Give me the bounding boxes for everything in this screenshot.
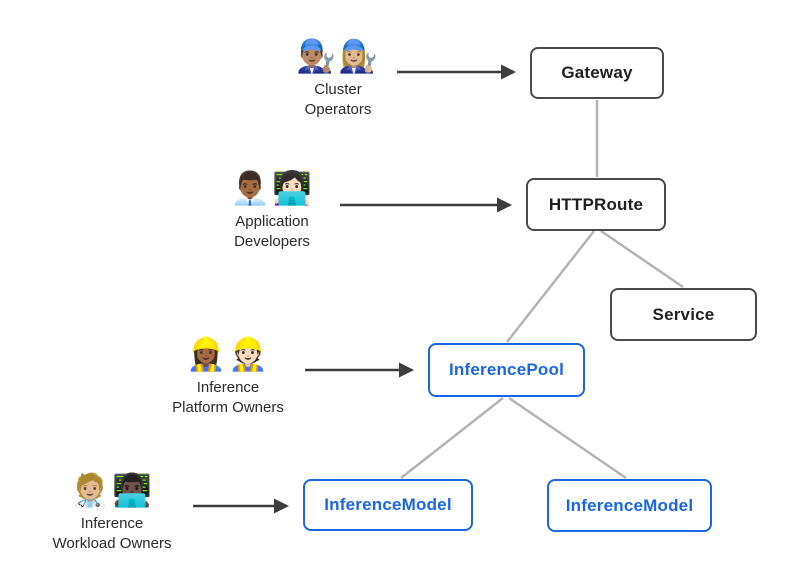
persona-inference-platform-owners: 👷🏾‍♀️👷🏻 Inference Platform Owners [148, 332, 308, 418]
edge-httproute-inferencepool [506, 230, 595, 343]
node-label: InferenceModel [324, 495, 452, 514]
edge-httproute-service [600, 229, 684, 289]
node-service: Service [610, 288, 757, 341]
persona-cluster-operators: 👨🏽‍🔧👩🏼‍🔧 Cluster Operators [258, 34, 418, 120]
inference-platform-owners-emoji-icon: 👷🏾‍♀️👷🏻 [186, 336, 270, 372]
persona-application-developers: 👨🏾‍💼👩🏻‍💻 Application Developers [192, 166, 352, 252]
application-developers-emoji-icon: 👨🏾‍💼👩🏻‍💻 [230, 170, 314, 206]
node-label: HTTPRoute [548, 194, 644, 214]
node-httproute: HTTPRoute [526, 178, 666, 231]
node-label: Service [652, 304, 715, 324]
node-label: Gateway [561, 63, 633, 82]
persona-inference-workload-owners: 🧑🏼‍⚕️👨🏿‍💻 Inference Workload Owners [32, 468, 192, 554]
persona-label: Inference Platform Owners [172, 379, 284, 416]
edge-inferencepool-inferencemodel-right [508, 396, 627, 480]
cluster-operators-emoji-icon: 👨🏽‍🔧👩🏼‍🔧 [296, 38, 380, 74]
inference-workload-owners-emoji-icon: 🧑🏼‍⚕️👨🏿‍💻 [70, 472, 154, 508]
persona-label: Application Developers [234, 213, 310, 250]
persona-label: Cluster Operators [304, 81, 372, 118]
node-label: InferenceModel [565, 495, 694, 515]
node-inferencepool: InferencePool [428, 343, 585, 397]
node-label: InferencePool [448, 360, 565, 379]
node-gateway: Gateway [530, 47, 664, 99]
edge-inferencepool-inferencemodel-left [400, 397, 504, 479]
node-inferencemodel-right: InferenceModel [547, 479, 712, 532]
persona-label: Inference Workload Owners [52, 515, 172, 552]
node-inferencemodel-left: InferenceModel [303, 479, 473, 531]
